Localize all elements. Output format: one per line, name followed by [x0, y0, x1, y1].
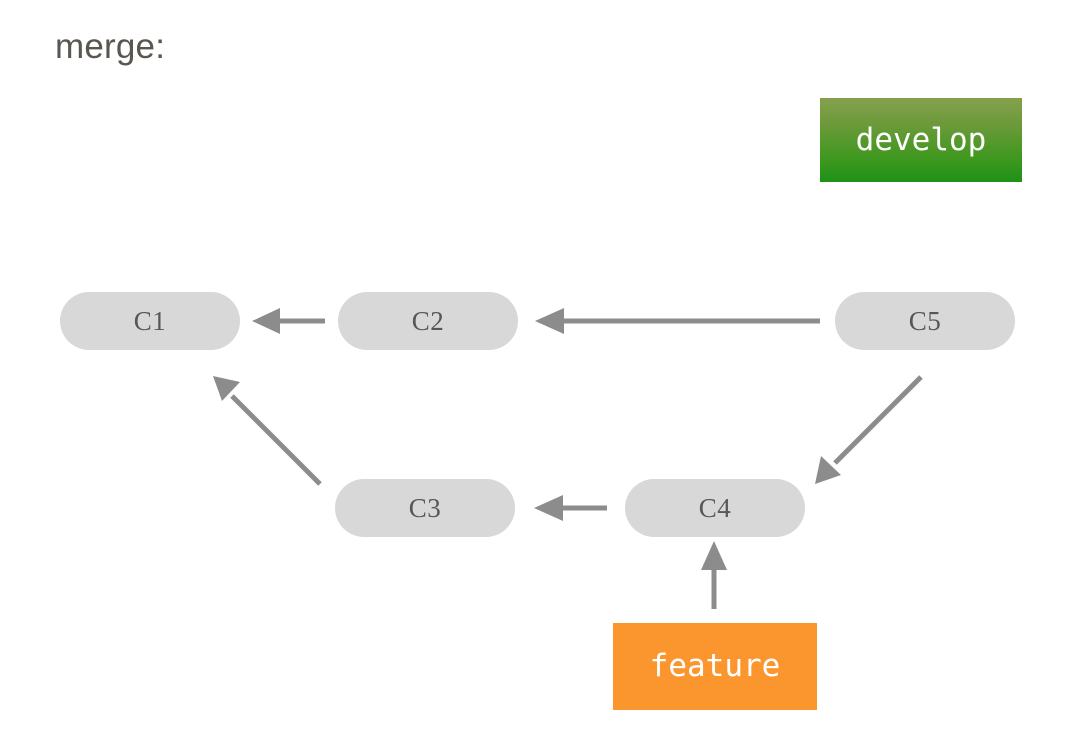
arrow-feature-to-c4 [701, 541, 727, 609]
commit-label: C2 [411, 305, 445, 336]
commit-node-c4[interactable]: C4 [625, 479, 805, 537]
arrow-c4-to-c3 [534, 495, 607, 521]
arrow-c5-to-c4 [815, 375, 923, 484]
arrow-c2-to-c1 [252, 308, 325, 334]
commit-node-c5[interactable]: C5 [835, 292, 1015, 350]
branch-label-develop[interactable]: develop [820, 98, 1022, 182]
commit-label: C3 [408, 492, 442, 523]
branch-label-feature[interactable]: feature [613, 623, 817, 710]
page-title: merge: [55, 27, 166, 66]
commit-node-c3[interactable]: C3 [335, 479, 515, 537]
commit-label: C4 [698, 492, 732, 523]
commit-node-c2[interactable]: C2 [338, 292, 518, 350]
commit-label: C1 [133, 305, 167, 336]
branch-label-text: develop [855, 121, 987, 158]
arrow-c3-to-c1 [213, 376, 322, 486]
commit-label: C5 [908, 305, 942, 336]
branch-label-text: feature [649, 648, 781, 684]
commit-node-c1[interactable]: C1 [60, 292, 240, 350]
arrow-c5-to-c2 [535, 308, 820, 334]
